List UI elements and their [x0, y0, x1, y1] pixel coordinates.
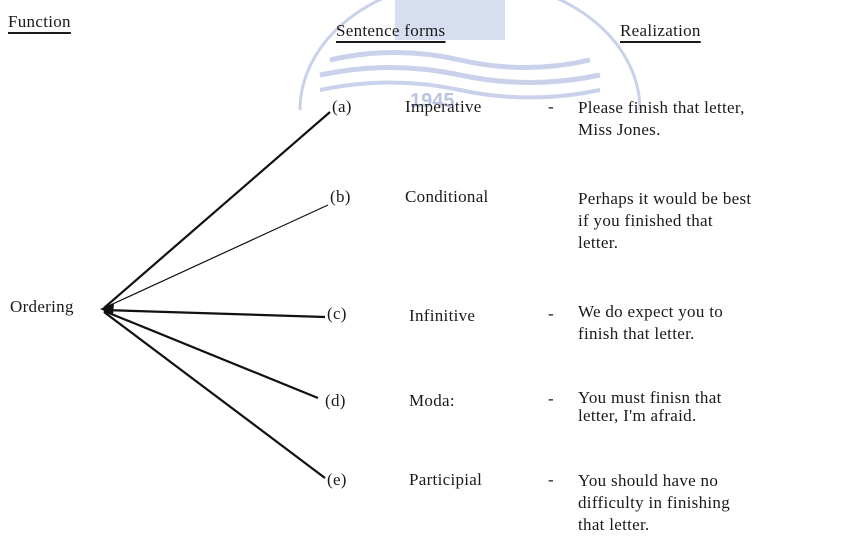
- row-b-realization-line: if you finished that: [578, 211, 713, 230]
- row-d-dash: -: [548, 389, 554, 408]
- root-ordering: Ordering: [10, 297, 74, 316]
- row-c-form: Infinitive: [409, 306, 476, 325]
- row-e-realization-line: difficulty in finishing: [578, 493, 731, 512]
- branch-line-d: [103, 309, 319, 400]
- branch-line-b: [103, 204, 329, 309]
- branch-line-a: [103, 111, 331, 309]
- row-c-realization: We do expect you to finish that letter.: [578, 301, 723, 345]
- row-d-realization-line: letter, I'm afraid.: [578, 406, 697, 425]
- header-realization: Realization: [620, 21, 701, 40]
- row-e-dash: -: [548, 470, 554, 489]
- ordering-arrowhead: [100, 303, 114, 315]
- watermark-year: 1945: [410, 90, 455, 112]
- row-b-realization-line: Perhaps it would be best: [578, 189, 752, 208]
- row-a-dash: -: [548, 97, 554, 116]
- row-b-realization-line: letter.: [578, 233, 619, 252]
- row-e-realization-line: You should have no: [578, 471, 719, 490]
- row-d-realization: You must finisn that letter, I'm afraid.: [578, 389, 722, 425]
- header-function: Function: [8, 12, 71, 31]
- row-a-realization: Please finish that letter, Miss Jones.: [578, 97, 745, 141]
- row-d-form: Moda:: [409, 391, 455, 410]
- header-sentence-forms: Sentence forms: [336, 21, 446, 40]
- row-a-realization-line: Please finish that letter,: [578, 98, 745, 117]
- row-a-label: (a): [332, 97, 352, 116]
- row-e-realization-line: that letter.: [578, 515, 650, 534]
- row-e-form: Participial: [409, 470, 483, 489]
- row-c-label: (c): [327, 304, 347, 323]
- row-d-realization-line: You must finisn that: [578, 388, 722, 407]
- branch-line-e: [103, 311, 326, 479]
- branch-line-c: [103, 308, 326, 319]
- row-a-form: Imperative: [405, 97, 482, 116]
- row-c-realization-line: finish that letter.: [578, 324, 695, 343]
- row-c-realization-line: We do expect you to: [578, 302, 724, 321]
- row-e-realization: You should have no difficulty in finishi…: [578, 470, 730, 536]
- row-b-realization: Perhaps it would be best if you finished…: [578, 188, 751, 254]
- row-b-form: Conditional: [405, 187, 489, 206]
- row-a-realization-line: Miss Jones.: [578, 120, 661, 139]
- row-e-label: (e): [327, 470, 347, 489]
- row-d-label: (d): [325, 391, 346, 410]
- row-b-label: (b): [330, 187, 351, 206]
- row-c-dash: -: [548, 304, 554, 323]
